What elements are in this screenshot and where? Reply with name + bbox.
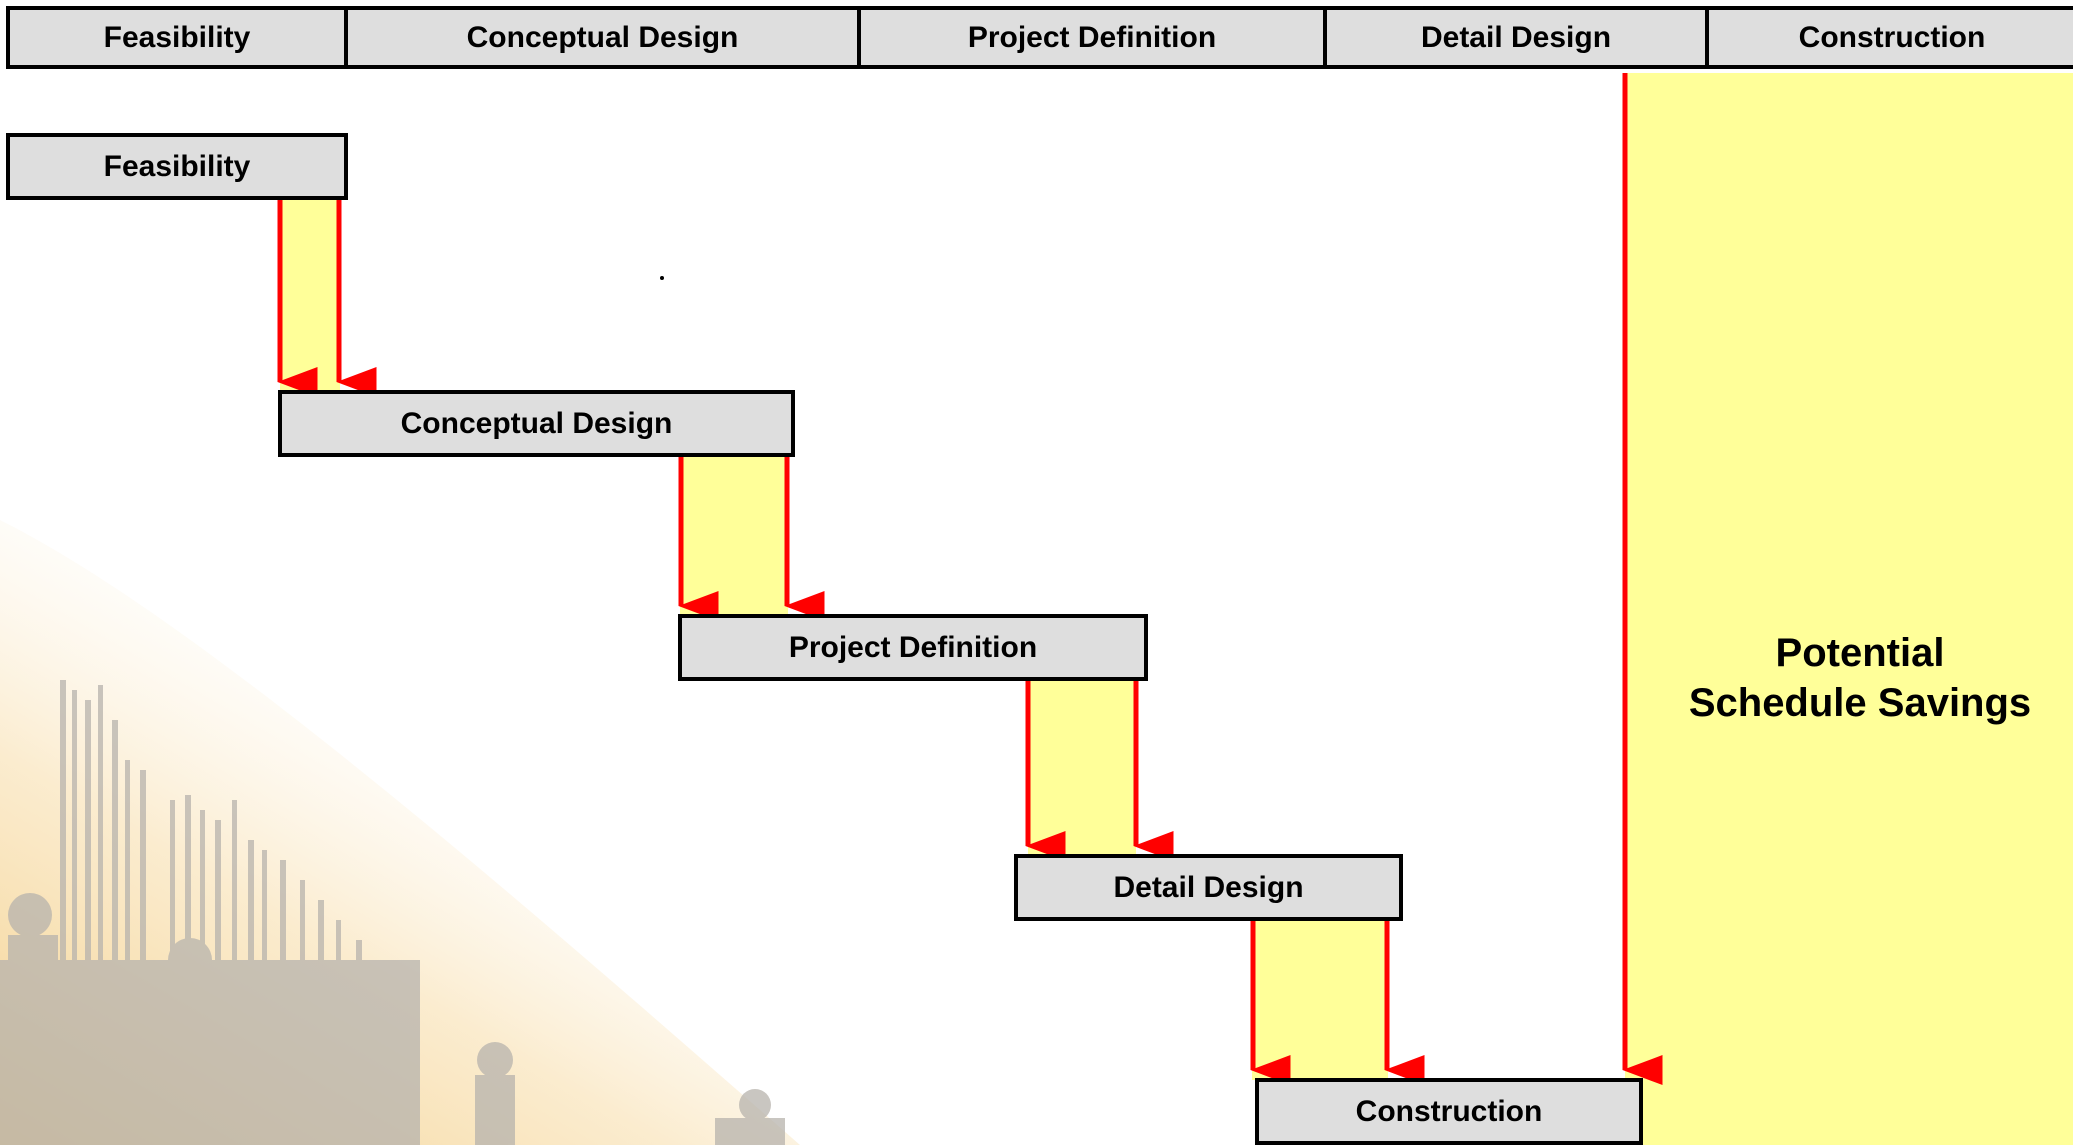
header-phase-feasibility: Feasibility	[6, 6, 348, 69]
header-phase-project-definition: Project Definition	[857, 6, 1327, 69]
overlap-band-1	[280, 200, 340, 392]
overlap-band-3	[1028, 680, 1136, 855]
step-feasibility: Feasibility	[6, 133, 348, 200]
header-phase-detail-design: Detail Design	[1323, 6, 1709, 69]
step-conceptual-design: Conceptual Design	[278, 390, 795, 457]
savings-label-line1: Potential	[1775, 631, 1945, 675]
overlap-band-4	[1252, 920, 1388, 1080]
schedule-savings-area	[1625, 73, 2073, 1145]
header-phase-construction: Construction	[1705, 6, 2073, 69]
stray-dot	[660, 276, 664, 280]
savings-label-line2: Schedule Savings	[1688, 681, 2032, 725]
potential-schedule-savings-label: Potential Schedule Savings	[1630, 628, 2073, 728]
step-project-definition: Project Definition	[678, 614, 1148, 681]
step-detail-design: Detail Design	[1014, 854, 1403, 921]
step-construction: Construction	[1255, 1078, 1643, 1145]
header-phase-conceptual-design: Conceptual Design	[344, 6, 861, 69]
